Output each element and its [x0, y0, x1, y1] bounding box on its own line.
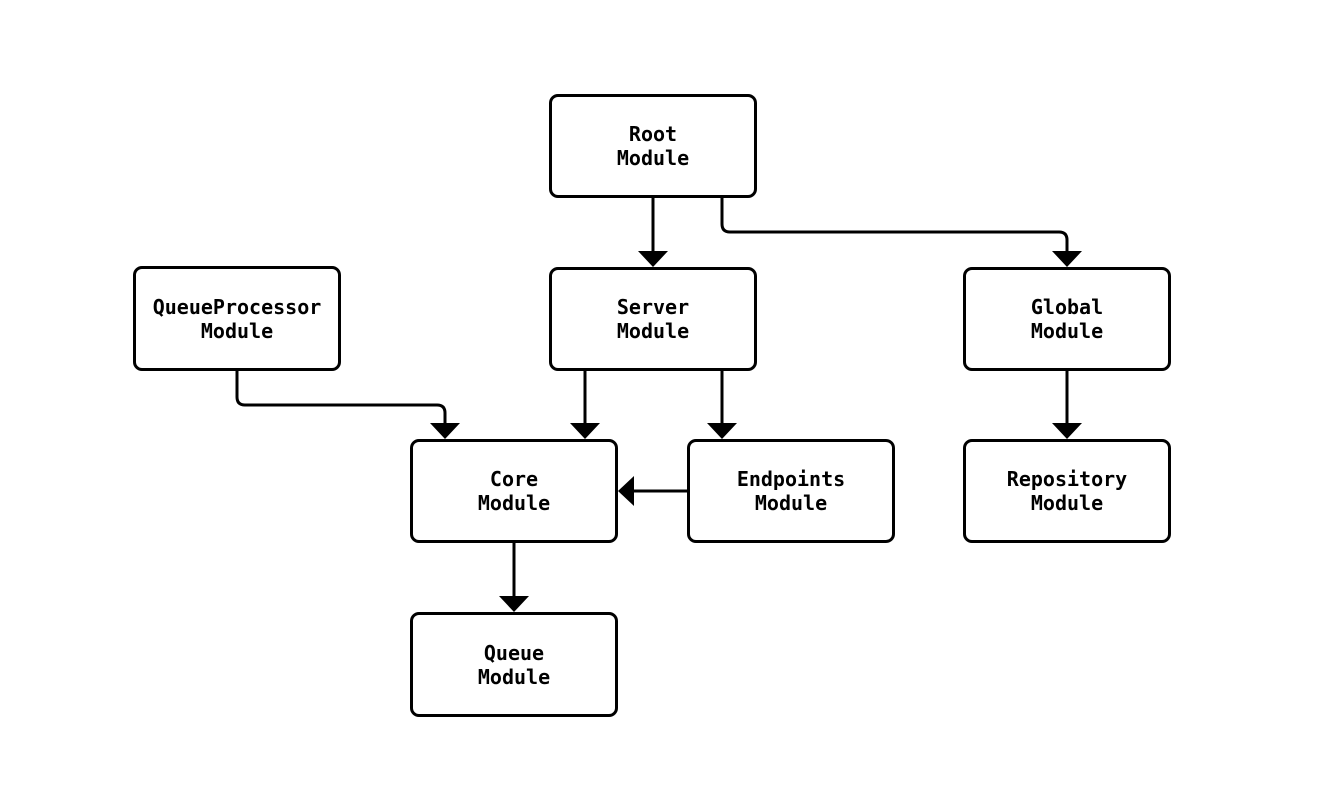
node-repository-module-label: Repository Module [1006, 467, 1128, 515]
arrowhead-core-to-queue [499, 596, 529, 612]
node-queue-module-label: Queue Module [477, 640, 551, 689]
node-endpoints-module-label: Endpoints Module [736, 467, 846, 515]
node-global-module-label: Global Module [1030, 295, 1104, 343]
node-core-module: Core Module [410, 439, 618, 543]
node-queue-module: Queue Module [410, 612, 618, 717]
arrowhead-queueprocessor-to-core [430, 423, 460, 439]
node-root-module: Root Module [549, 94, 757, 198]
node-global-module: Global Module [963, 267, 1171, 371]
node-repository-module: Repository Module [963, 439, 1171, 543]
node-core-module-label: Core Module [477, 467, 551, 515]
node-queueprocessor-module-label: QueueProcessor Module [152, 294, 322, 343]
node-queueprocessor-module: QueueProcessor Module [133, 266, 341, 371]
arrowhead-root-to-global [1052, 251, 1082, 267]
node-root-module-label: Root Module [616, 122, 690, 170]
node-server-module-label: Server Module [616, 295, 690, 343]
node-endpoints-module: Endpoints Module [687, 439, 895, 543]
arrowhead-endpoints-to-core [618, 476, 634, 506]
node-server-module: Server Module [549, 267, 757, 371]
arrowhead-global-to-repository [1052, 423, 1082, 439]
arrowhead-root-to-server [638, 251, 668, 267]
edge-root-to-global [720, 198, 1069, 253]
edge-queueprocessor-to-core [235, 371, 447, 425]
arrowhead-server-to-endpoints [707, 423, 737, 439]
arrowhead-server-to-core [570, 423, 600, 439]
